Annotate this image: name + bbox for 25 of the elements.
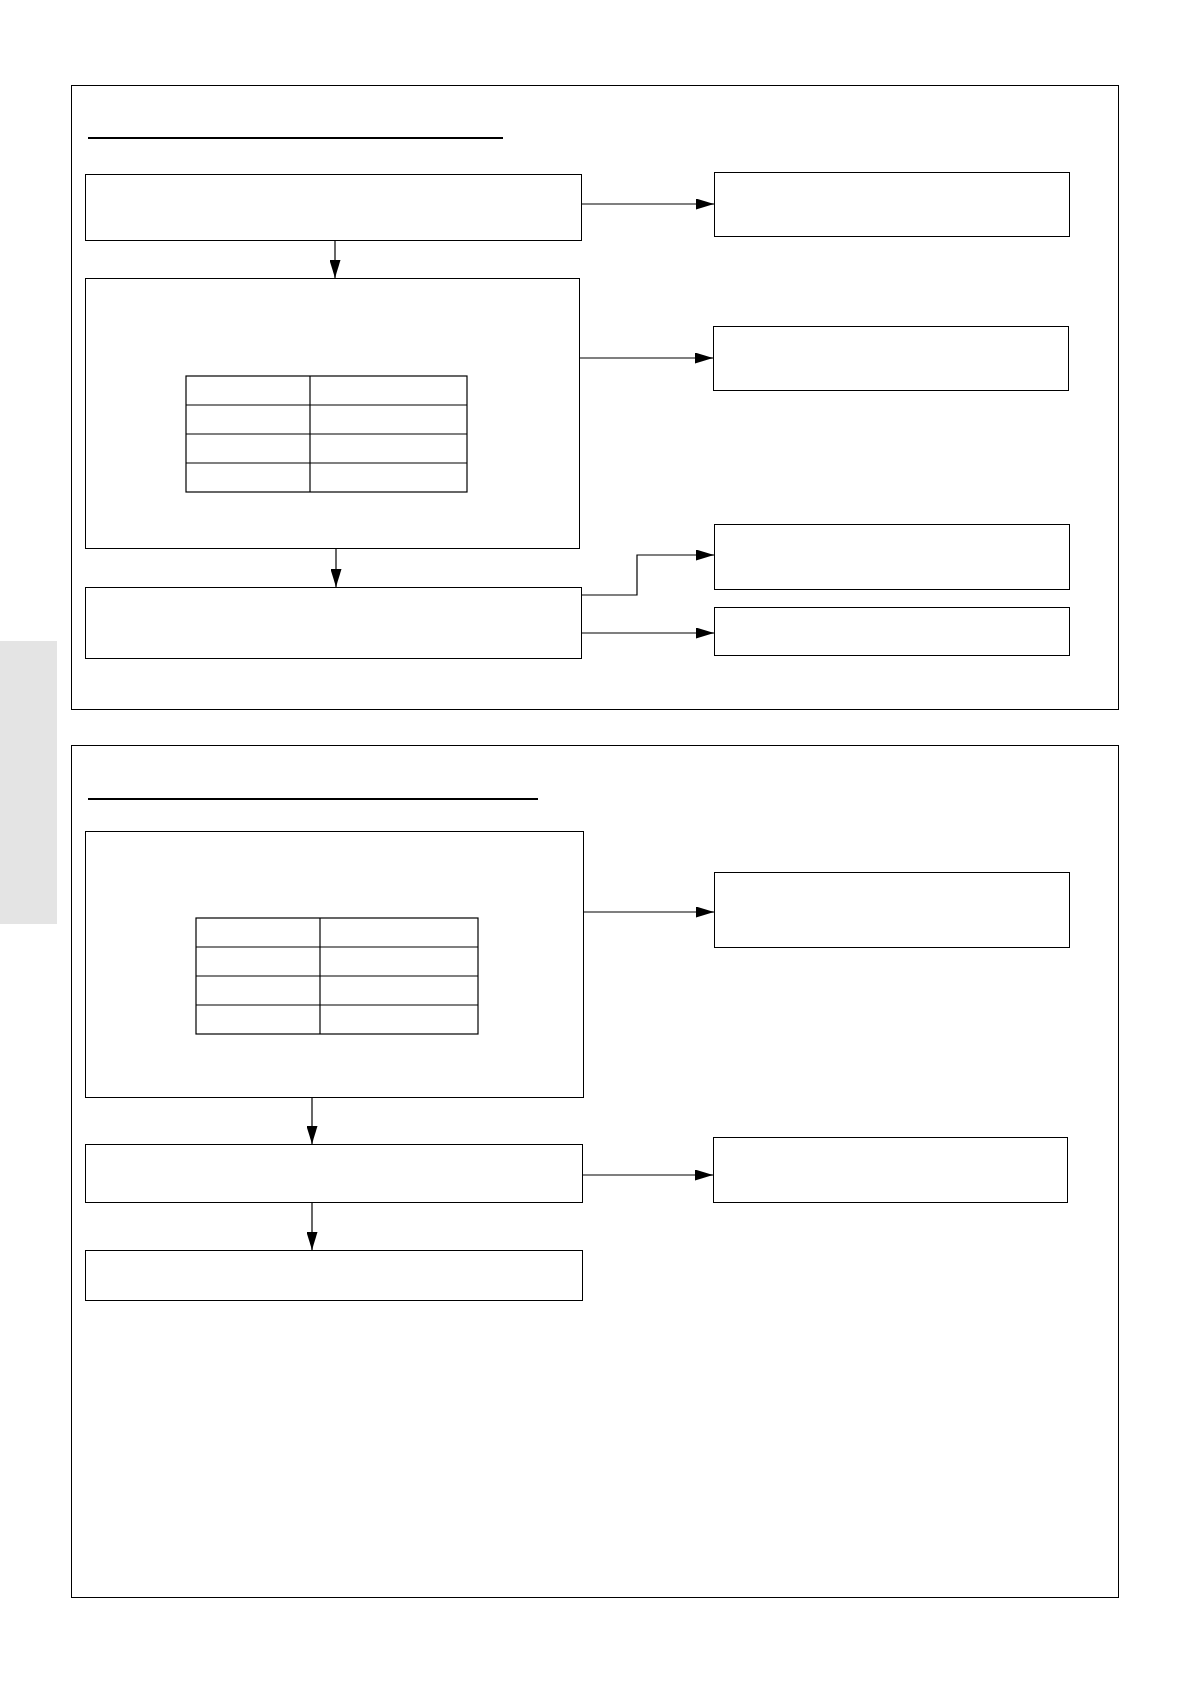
panel-frame	[71, 745, 1119, 1598]
arrow	[306, 1202, 318, 1251]
arrow	[581, 627, 715, 639]
process-box	[713, 606, 1070, 656]
process-box	[713, 523, 1070, 590]
arrow	[329, 240, 341, 279]
process-box	[84, 173, 582, 241]
process-box	[84, 1143, 583, 1203]
process-box	[713, 871, 1070, 948]
arrow	[581, 549, 715, 596]
arrow	[330, 548, 342, 588]
arrow	[583, 906, 715, 918]
panel-frame	[71, 85, 1119, 710]
side-tab	[0, 641, 57, 924]
process-box	[713, 171, 1070, 237]
process-box	[84, 830, 584, 1098]
process-box	[84, 1249, 583, 1301]
process-box	[84, 277, 580, 549]
process-box	[84, 586, 582, 659]
process-box	[712, 325, 1069, 391]
arrow	[306, 1097, 318, 1145]
arrow	[579, 352, 714, 364]
process-box	[712, 1136, 1068, 1203]
arrow	[581, 198, 715, 210]
arrow	[582, 1169, 714, 1181]
